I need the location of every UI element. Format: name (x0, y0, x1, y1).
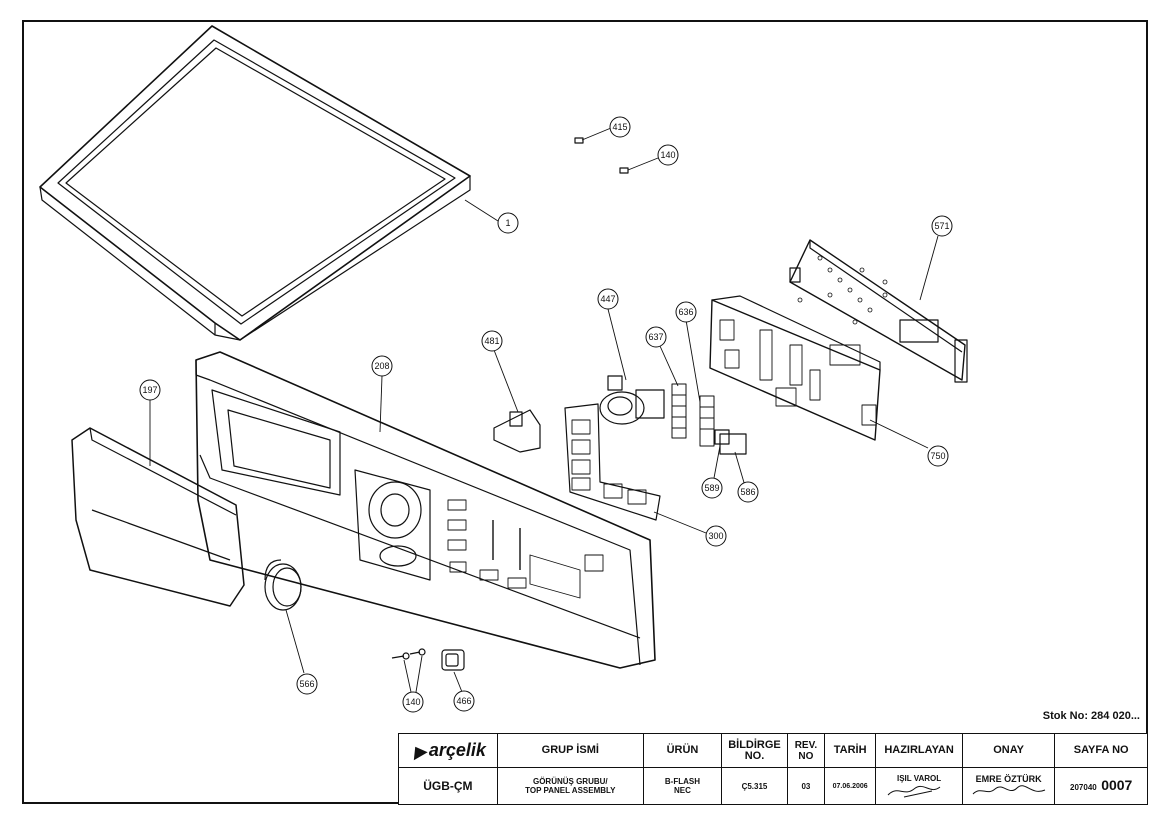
callout-circles (139, 116, 953, 713)
callout-447: 447 (600, 294, 615, 304)
page-no-suffix: 0007 (1101, 777, 1133, 793)
part-bracket (493, 409, 541, 453)
callout-466: 466 (456, 696, 471, 706)
value-product-line1: B-FLASH (664, 777, 700, 786)
part-display-pcb (709, 295, 881, 441)
header-page-no: SAYFA NO (1054, 733, 1148, 768)
value-page-no: 207040 0007 (1054, 767, 1148, 805)
header-prepared-by: HAZIRLAYAN (875, 733, 963, 768)
callout-637: 637 (648, 332, 663, 342)
callout-140-bottom: 140 (405, 697, 420, 707)
header-product: ÜRÜN (642, 733, 723, 768)
value-group-name: GÖRÜNÜŞ GRUBU/ TOP PANEL ASSEMBLY (496, 767, 644, 805)
value-product-line2: NEC (674, 786, 691, 795)
leader-lines (149, 127, 939, 693)
part-small-connectors (714, 429, 747, 455)
stock-number: Stok No: 284 020... (1042, 710, 1140, 722)
callout-300: 300 (708, 531, 723, 541)
callout-415: 415 (612, 122, 627, 132)
value-code: ÜGB-ÇM (398, 767, 498, 805)
part-drawer-front (71, 427, 245, 607)
part-top-lid (39, 25, 471, 341)
header-notice-no: BİLDİRGE NO. (721, 733, 788, 768)
callout-586: 586 (740, 487, 755, 497)
value-notice-no: Ç5.315 (721, 767, 788, 805)
value-date: 07.06.2006 (823, 767, 877, 805)
callout-750: 750 (930, 451, 945, 461)
callout-481: 481 (484, 336, 499, 346)
prepared-by-name: IŞIL VAROL (896, 773, 942, 783)
part-program-switch (599, 375, 665, 425)
callout-589: 589 (704, 483, 719, 493)
title-block: arçelik GRUP İSMİ ÜRÜN BİLDİRGE NO. REV.… (398, 733, 1148, 805)
brand-wordmark: arçelik (428, 740, 486, 760)
page-no-prefix: 207040 (1070, 783, 1097, 792)
callout-1: 1 (505, 218, 510, 228)
value-prepared-by: IŞIL VAROL (875, 767, 963, 805)
value-product: B-FLASH NEC (642, 767, 723, 805)
signature-approval (972, 784, 1045, 794)
part-button-strips (671, 383, 715, 447)
part-screws-bottom (391, 648, 426, 660)
callout-140-top: 140 (660, 150, 675, 160)
part-main-pcb (789, 239, 968, 383)
header-date: TARİH (823, 733, 877, 768)
header-rev-no: REV. NO (786, 733, 825, 768)
callout-197: 197 (142, 385, 157, 395)
part-screws-top (574, 137, 629, 174)
part-small-button (441, 649, 465, 671)
value-group-name-line1: GÖRÜNÜŞ GRUBU/ (532, 777, 608, 786)
signature-prepared (887, 785, 941, 797)
value-group-name-line2: TOP PANEL ASSEMBLY (525, 786, 616, 795)
value-approval: EMRE ÖZTÜRK (961, 767, 1056, 805)
approval-name: EMRE ÖZTÜRK (975, 773, 1042, 784)
header-approval: ONAY (961, 733, 1056, 768)
callout-labels: 415 140 1 571 447 636 637 481 208 197 75… (142, 122, 949, 707)
header-group-name: GRUP İSMİ (496, 733, 644, 768)
part-button-carrier (564, 403, 661, 521)
brand-logo: arçelik (398, 733, 498, 768)
callout-636: 636 (678, 307, 693, 317)
part-control-panel (195, 351, 656, 669)
part-selector-knob (264, 559, 302, 611)
callout-208: 208 (374, 361, 389, 371)
brand-logo-mark (408, 742, 428, 761)
callout-566: 566 (299, 679, 314, 689)
value-rev-no: 03 (786, 767, 825, 805)
callout-571: 571 (934, 221, 949, 231)
